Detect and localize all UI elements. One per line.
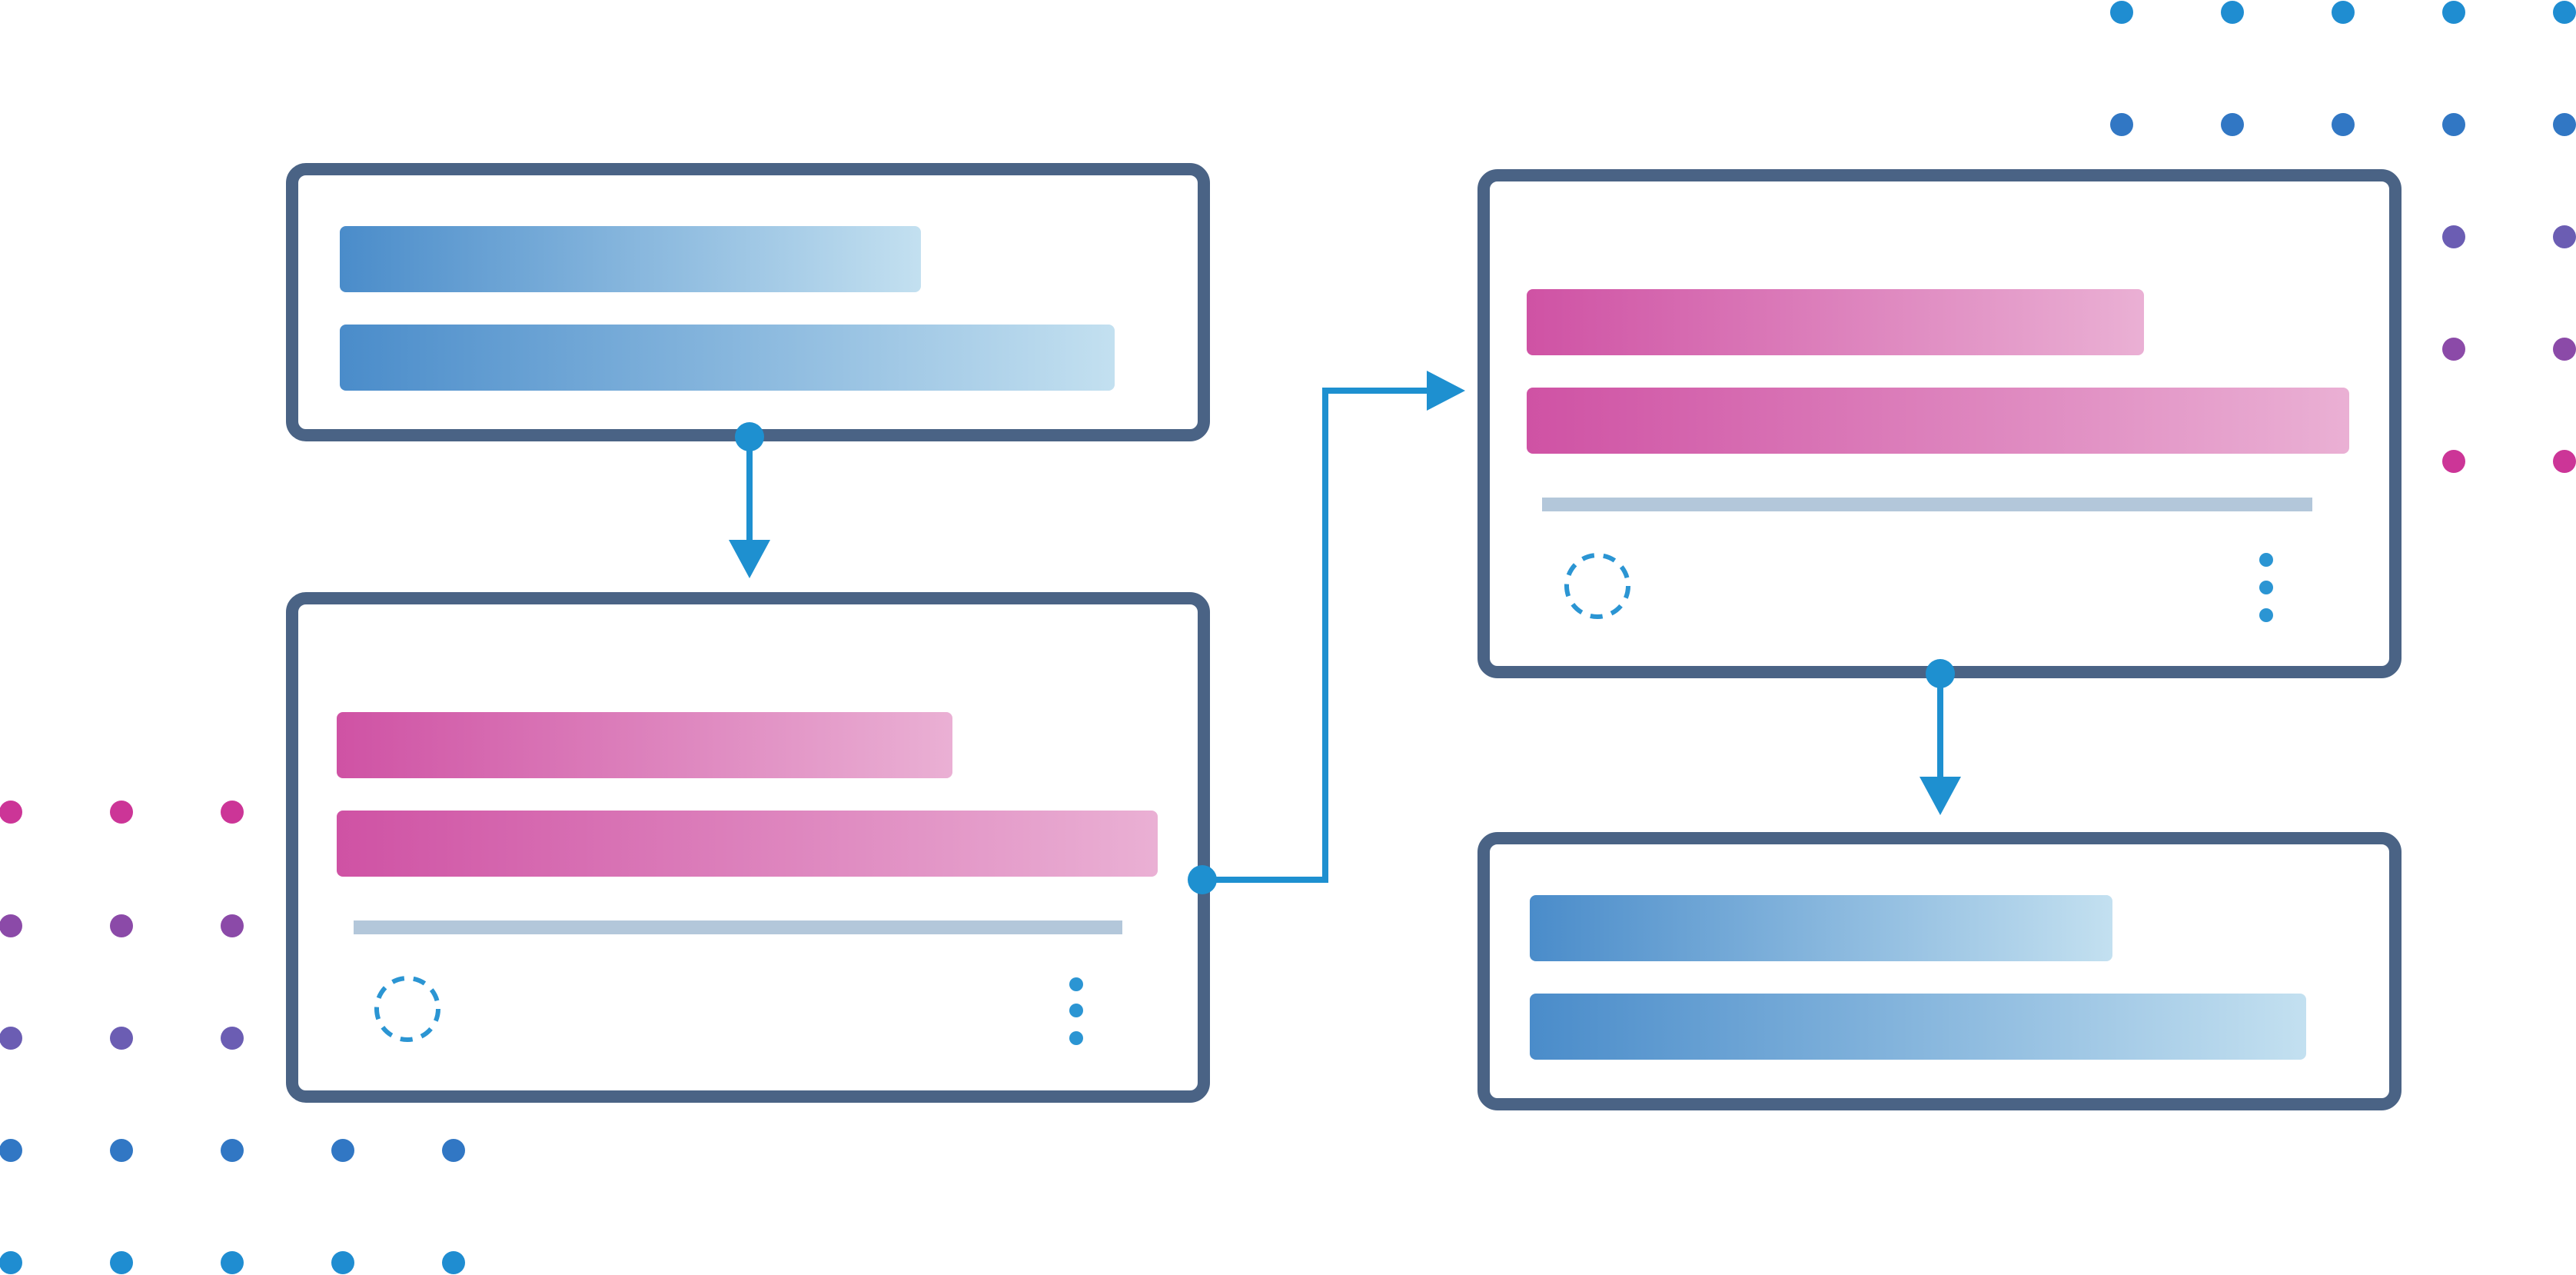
decorative-dot <box>110 1027 133 1050</box>
decorative-dot <box>2442 225 2465 248</box>
decorative-dot <box>442 1139 465 1162</box>
decorative-dot <box>110 1251 133 1274</box>
cards <box>286 163 2401 1110</box>
content-bar-2 <box>337 811 1158 877</box>
decorative-dot <box>110 914 133 937</box>
card-bottom-right <box>1477 832 2401 1110</box>
connector-card-top-right-to-card-bottom-right <box>1920 674 1961 815</box>
decorative-dot <box>331 1139 354 1162</box>
card-frame <box>286 163 1210 441</box>
decorative-dot <box>331 1251 354 1274</box>
connector-start-dot <box>1926 659 1955 688</box>
decorative-dot <box>2553 338 2576 361</box>
vertical-ellipsis-icon <box>1069 977 1083 1045</box>
content-bar-1 <box>340 226 921 292</box>
ellipsis-dot <box>1069 1004 1083 1017</box>
ellipsis-dot <box>1069 977 1083 991</box>
decorative-dot <box>110 801 133 824</box>
ellipsis-dot <box>2259 553 2273 567</box>
content-bar-1 <box>1527 289 2144 355</box>
decorative-dot <box>110 1139 133 1162</box>
content-bar-2 <box>1527 388 2349 454</box>
decorative-dot <box>2553 450 2576 473</box>
decorative-dot <box>2332 1 2355 24</box>
ellipsis-dot <box>2259 581 2273 594</box>
decorative-dot <box>2110 113 2133 136</box>
decorative-dot <box>2553 113 2576 136</box>
decorative-dot <box>2332 113 2355 136</box>
connector-card-bottom-left-to-card-top-right <box>1202 371 1465 883</box>
card-frame <box>1477 832 2401 1110</box>
decorative-dot <box>2442 1 2465 24</box>
connectors <box>729 371 1961 883</box>
decorative-dot <box>442 1251 465 1274</box>
vertical-ellipsis-icon <box>2259 553 2273 622</box>
card-top-right <box>1477 169 2401 678</box>
arrowhead-icon <box>1427 371 1465 411</box>
dot-grid-bottom-left <box>0 801 465 1274</box>
decorative-dot <box>2442 113 2465 136</box>
content-bar-1 <box>337 712 952 778</box>
decorative-dot <box>0 1139 22 1162</box>
decorative-dot <box>0 801 22 824</box>
arrowhead-icon <box>729 540 770 578</box>
dot-grid-top-right <box>2110 1 2576 473</box>
decorative-dot <box>0 1027 22 1050</box>
decorative-dot <box>2221 1 2244 24</box>
ellipsis-dot <box>2259 608 2273 622</box>
decorative-dot <box>2221 113 2244 136</box>
decorative-dot <box>2553 1 2576 24</box>
decorative-dot <box>2442 338 2465 361</box>
decorative-dot <box>221 1139 244 1162</box>
decorative-dot <box>0 914 22 937</box>
card-bottom-left <box>286 592 1210 1103</box>
connector-start-dot <box>735 422 764 451</box>
connector-endpoints <box>735 422 1955 894</box>
decorative-dot <box>221 914 244 937</box>
dashed-circle-icon <box>374 976 440 1042</box>
dashed-circle-icon <box>1564 553 1630 619</box>
connector-start-dot <box>1188 865 1217 894</box>
content-bar-1 <box>1530 895 2112 961</box>
decorative-dot <box>221 1251 244 1274</box>
decorative-dot <box>0 1251 22 1274</box>
decorative-dot <box>2442 450 2465 473</box>
connector-card-top-left-to-card-bottom-left <box>729 437 770 578</box>
decorative-dot <box>2110 1 2133 24</box>
content-bar-2 <box>1530 994 2306 1060</box>
content-bar-2 <box>340 325 1115 391</box>
decorative-dot <box>221 801 244 824</box>
decorative-dot <box>221 1027 244 1050</box>
card-top-left <box>286 163 1210 441</box>
connector-line <box>1202 388 1431 883</box>
decorative-dot <box>2553 225 2576 248</box>
arrowhead-icon <box>1920 777 1961 815</box>
ellipsis-dot <box>1069 1031 1083 1045</box>
